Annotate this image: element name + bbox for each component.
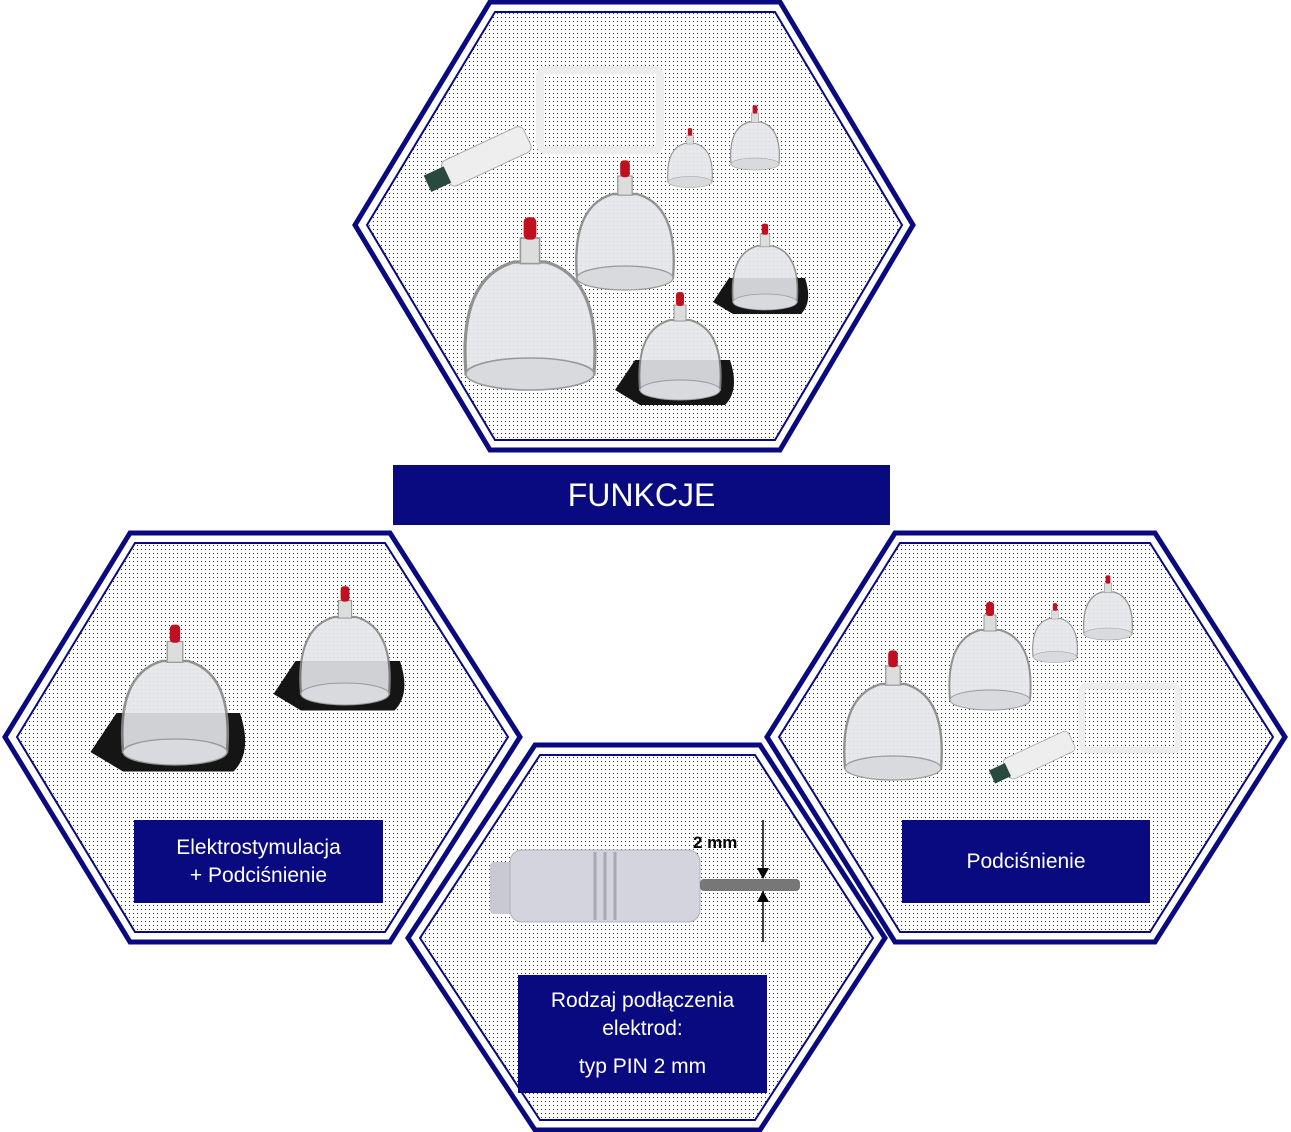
- label-line1: Elektrostymulacja: [176, 835, 341, 859]
- label-electro-vacuum: Elektrostymulacja + Podciśnienie: [134, 820, 383, 903]
- dimension-label: 2 mm: [693, 833, 738, 852]
- label-line2: elektrod:: [602, 1017, 683, 1040]
- page-title: FUNKCJE: [393, 465, 890, 525]
- pin-connector-image: [490, 820, 800, 942]
- label-line2: + Podciśnienie: [189, 863, 328, 887]
- label-text: Podciśnienie: [966, 849, 1086, 873]
- label-line1: Rodzaj podłączenia: [550, 989, 735, 1012]
- label-line3: typ PIN 2 mm: [578, 1055, 707, 1078]
- label-vacuum: Podciśnienie: [902, 820, 1150, 903]
- label-connection-type: Rodzaj podłączenia elektrod: typ PIN 2 m…: [518, 975, 767, 1093]
- hexagon-top: [352, 0, 916, 453]
